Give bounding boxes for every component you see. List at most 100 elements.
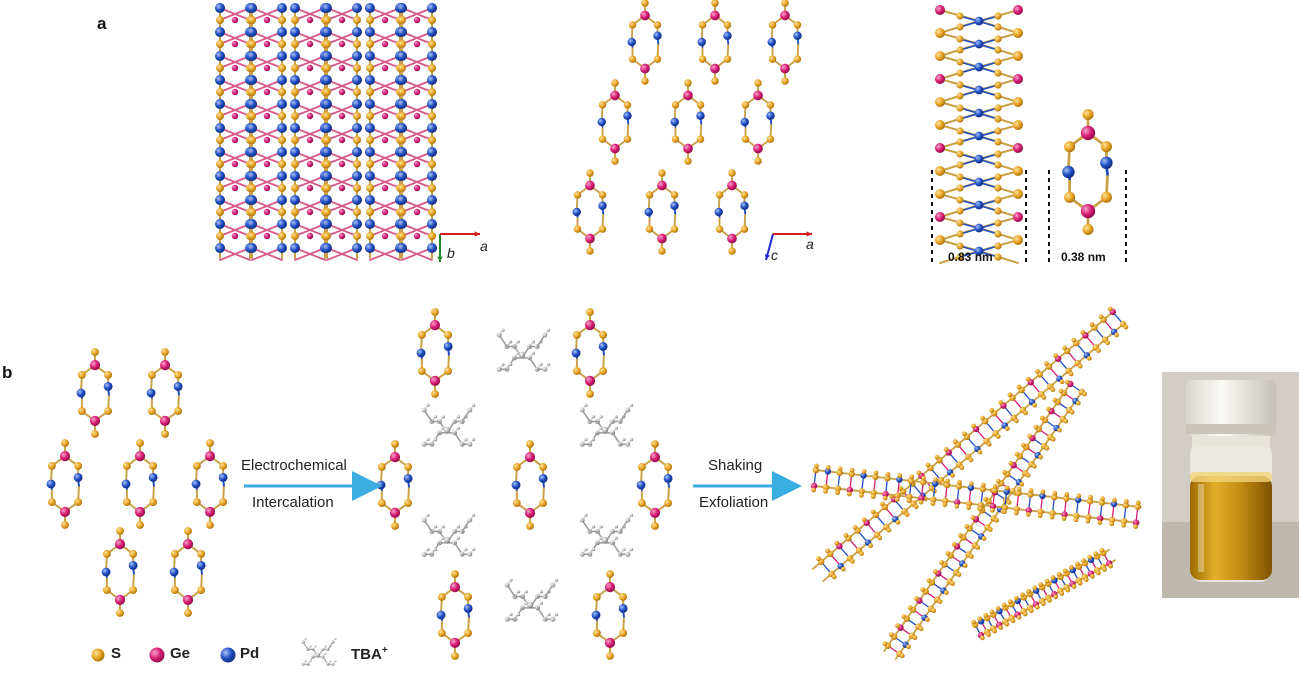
sulfur-atom [606,652,614,660]
sulfur-atom [104,371,112,379]
atom-P [247,27,257,37]
germanium-atom [605,638,615,648]
atom-S [982,536,987,541]
palladium-atom [77,389,86,398]
germanium-atom [585,181,595,191]
atom-S [1065,380,1070,385]
atom-S [291,160,299,168]
atom-P [397,171,407,181]
atom-G [382,17,388,23]
atom-S [1105,340,1110,345]
atom-G [264,17,270,23]
atom-S [847,492,852,497]
atom-G [414,137,420,143]
atom-S [956,219,963,226]
hydrogen-atom [547,613,550,616]
atom-S [323,112,331,120]
atom-S [883,641,888,646]
atom-S [1063,568,1068,573]
sulfur-atom [418,367,426,375]
atom-S [834,541,839,546]
hydrogen-atom [540,590,543,593]
atom-S [353,160,361,168]
sulfur-atom [1101,192,1112,203]
sulfur-atom [464,593,472,601]
atom-S [832,575,837,580]
atom-S [1051,575,1056,580]
atom-S [1011,618,1016,623]
atom-S [1002,603,1007,608]
legend-label-pd: Pd [240,645,259,662]
atom-S [216,40,224,48]
germanium-atom [135,451,145,461]
sulfur-atom [724,21,731,28]
atom-S [1062,516,1067,521]
atom-S [353,88,361,96]
axis-label-c: c [771,247,778,263]
atom-S [963,563,968,568]
atom-P [352,147,362,157]
hydrogen-atom [517,340,520,343]
atom-S [366,160,374,168]
atom-G [264,113,270,119]
atom-P [277,219,287,229]
palladium-atom [104,382,113,391]
sulfur-atom [404,463,412,471]
palladium-atom [766,112,774,120]
hydrogen-atom [509,363,512,366]
legend-label-ge: Ge [170,645,190,662]
chain-cross-section [147,348,183,438]
atom-P [215,75,225,85]
atom-P [365,51,375,61]
germanium-atom [640,11,650,21]
hydrogen-atom [547,363,550,366]
atom-S [859,551,864,556]
atom-G [307,209,313,215]
chain-cross-section [102,527,138,617]
sulfur-atom [599,191,606,198]
legend-swatch-pd [221,648,236,663]
palladium-atom [623,112,631,120]
atom-G [232,233,238,239]
atom-G [935,5,945,15]
chain-cross-section [741,79,775,164]
hydrogen-atom [525,590,528,593]
atom-G [414,41,420,47]
sulfur-atom [573,331,581,339]
atom-P [352,27,362,37]
atom-G [414,113,420,119]
atom-S [902,614,907,619]
hydrogen-atom [329,660,331,662]
sulfur-atom [574,225,581,232]
atom-S [998,400,1003,405]
atom-S [935,166,945,176]
palladium-atom [740,202,748,210]
atom-P [352,3,362,13]
atom-S [1084,577,1089,582]
atom-S [956,69,963,76]
sulfur-atom [741,191,748,198]
atom-S [895,623,900,628]
hydrogen-atom [472,404,475,407]
nitrogen-atom [444,427,450,433]
atom-P [365,27,375,37]
atom-S [1078,364,1083,369]
hydrogen-atom [314,645,316,647]
sulfur-atom [646,191,653,198]
atom-S [353,64,361,72]
atom-P [290,147,300,157]
palladium-atom [768,38,776,46]
atom-S [945,479,950,484]
atom-S [278,208,286,216]
palladium-atom [698,38,706,46]
atom-P [427,123,437,133]
atom-G [339,209,345,215]
palladium-atom [512,481,521,490]
atom-G [1013,143,1023,153]
atom-G [414,161,420,167]
atom-G [382,113,388,119]
atom-P [247,147,257,157]
germanium-atom [683,144,693,154]
atom-G [935,212,945,222]
atom-G [307,185,313,191]
